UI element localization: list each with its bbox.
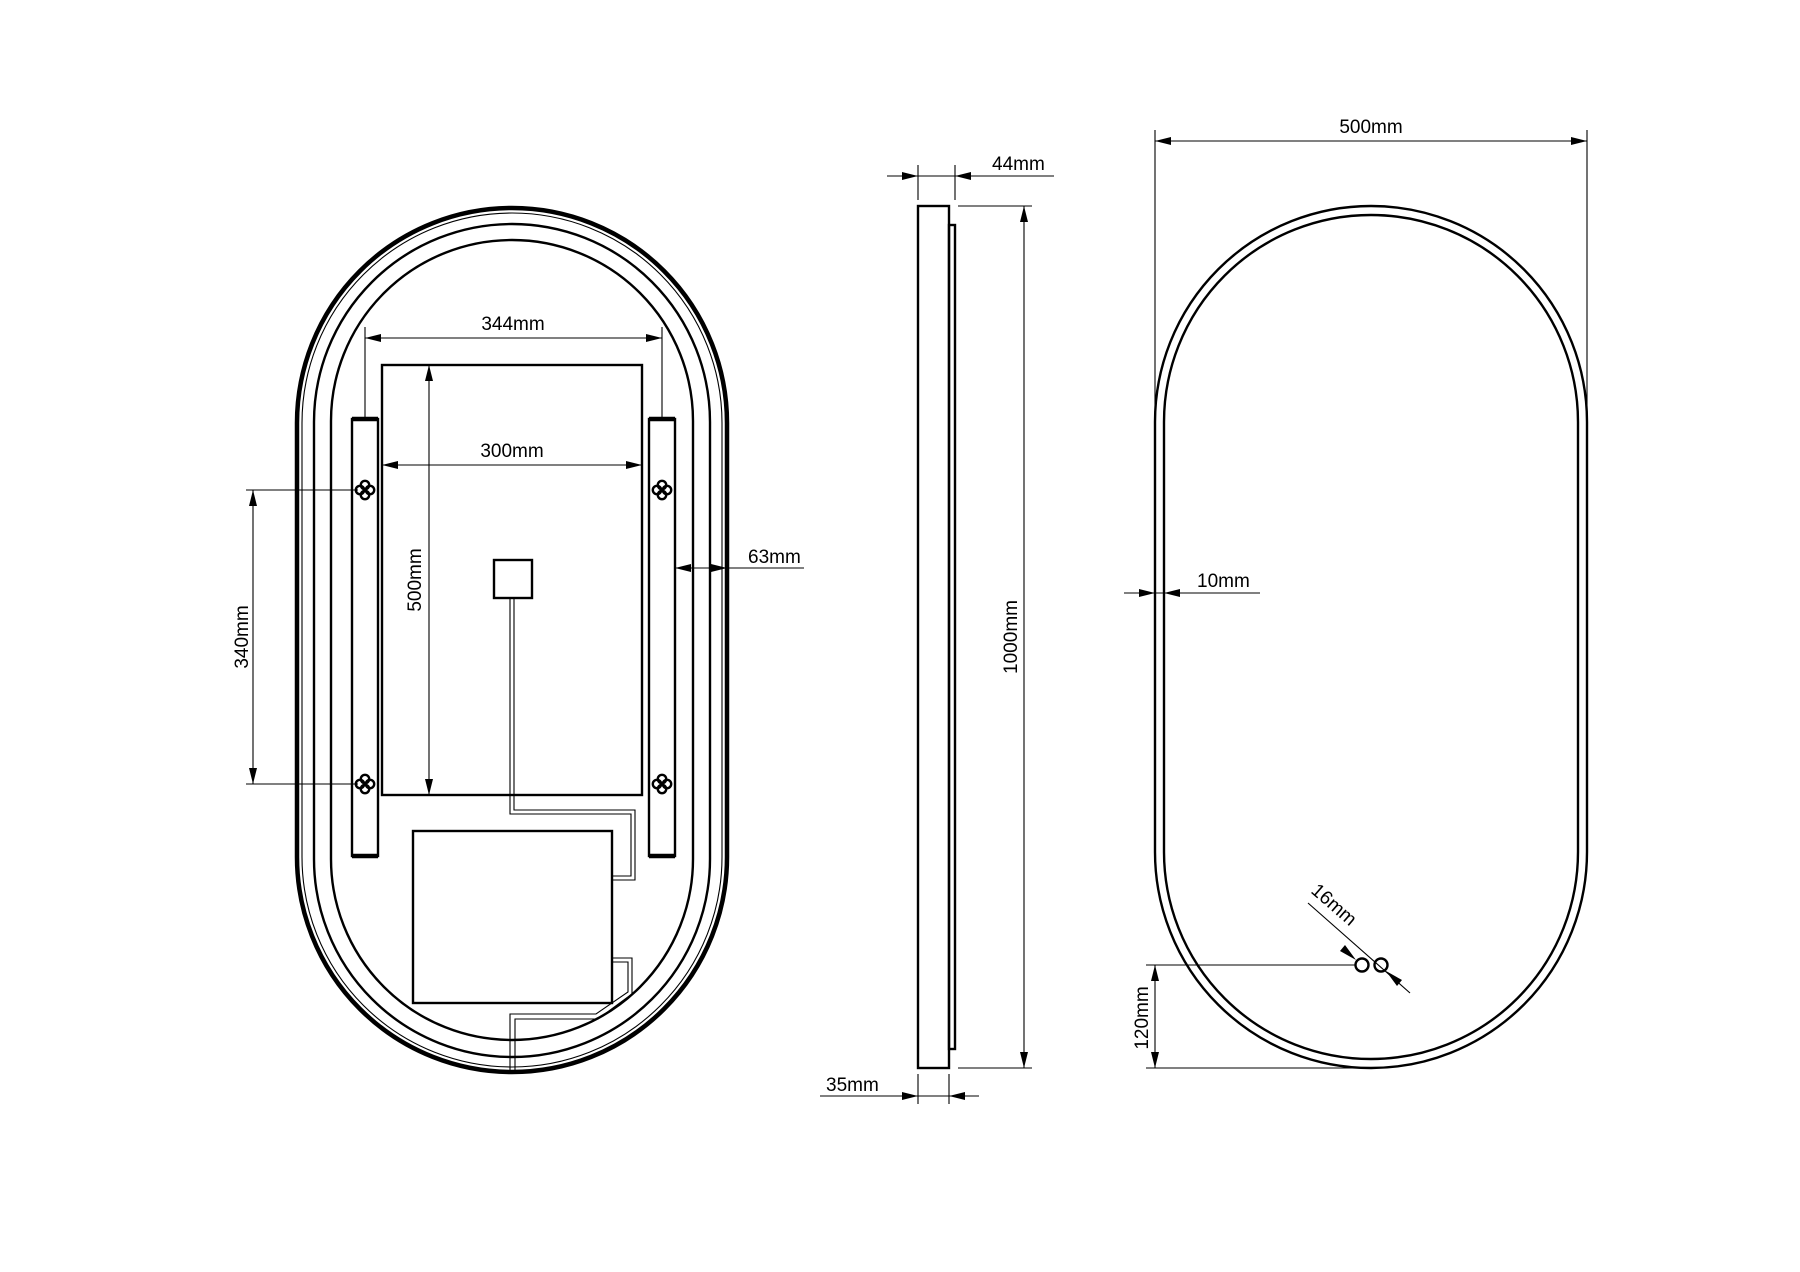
back-frame-ring-2 <box>301 212 723 1068</box>
front-view: 500mm 10mm 16mm 120mm <box>1124 117 1589 1070</box>
back-inner-panel <box>329 238 695 1042</box>
back-view: 344mm 300mm 500mm 340mm <box>232 205 804 1075</box>
back-frame-ring-3 <box>312 222 712 1059</box>
label-500mm-width: 500mm <box>1339 117 1402 138</box>
dim-344mm <box>364 327 663 419</box>
cable-supply-to-bottom <box>509 957 633 1070</box>
label-340mm: 340mm <box>232 605 253 668</box>
dim-120mm <box>1146 964 1360 1069</box>
dim-35mm <box>820 1074 979 1104</box>
label-500mm-vertical: 500mm <box>405 548 426 611</box>
dim-500mm-vertical <box>425 365 433 795</box>
front-mirror-surface <box>1162 213 1580 1061</box>
dim-16mm <box>1307 902 1411 994</box>
side-view: 44mm 35mm 1000mm <box>820 154 1054 1104</box>
label-63mm: 63mm <box>748 547 801 568</box>
label-120mm: 120mm <box>1132 986 1153 1049</box>
screw-hole-top-left <box>354 479 376 501</box>
cable-junction-to-supply <box>509 598 636 881</box>
label-35mm: 35mm <box>826 1075 879 1096</box>
dim-340mm <box>246 489 358 785</box>
dim-63mm <box>675 564 804 572</box>
touch-button-left-icon <box>1354 957 1370 973</box>
label-44mm: 44mm <box>992 154 1045 175</box>
side-frame <box>916 204 951 1070</box>
label-344mm: 344mm <box>481 314 544 335</box>
dim-44mm <box>887 165 1054 200</box>
back-outer-frame <box>294 205 730 1075</box>
dim-1000mm <box>958 205 1032 1069</box>
screw-hole-bottom-right <box>651 773 673 795</box>
power-supply-box <box>411 829 614 1005</box>
left-mounting-rail <box>350 416 380 859</box>
right-mounting-rail <box>647 416 677 859</box>
screw-hole-top-right <box>651 479 673 501</box>
dim-500mm-width <box>1154 130 1588 410</box>
label-10mm: 10mm <box>1197 571 1250 592</box>
dim-10mm <box>1124 589 1260 597</box>
back-driver-box <box>380 363 644 797</box>
front-outer-frame <box>1153 204 1589 1070</box>
label-300mm: 300mm <box>480 441 543 462</box>
junction-box <box>492 558 534 600</box>
dim-300mm <box>382 461 642 469</box>
screw-hole-bottom-left <box>354 773 376 795</box>
label-16mm: 16mm <box>1307 880 1361 930</box>
label-1000mm: 1000mm <box>1001 600 1022 674</box>
touch-button-right-icon <box>1373 957 1389 973</box>
side-back-panel <box>947 223 957 1051</box>
